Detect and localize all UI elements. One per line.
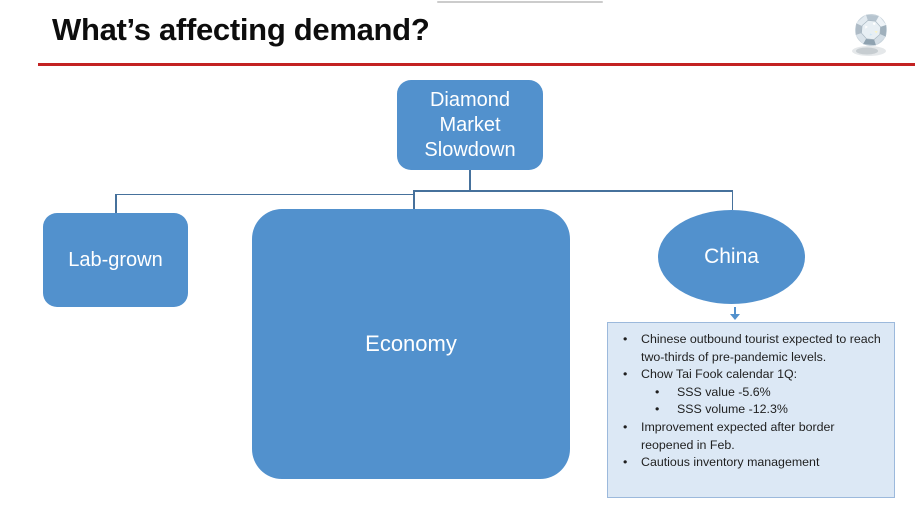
node-lab-grown: Lab-grown xyxy=(43,213,188,307)
note-item: Improvement expected after border reopen… xyxy=(608,419,886,454)
node-china: China xyxy=(658,210,805,304)
note-subitem: SSS volume -12.3% xyxy=(641,401,886,419)
note-sublist: SSS value -5.6%SSS volume -12.3% xyxy=(641,384,886,419)
connector-horizontal-left xyxy=(115,193,414,195)
node-label: Lab-grown xyxy=(68,248,163,271)
node-diamond-market-slowdown: Diamond Market Slowdown xyxy=(397,80,543,170)
note-item: Cautious inventory management xyxy=(608,454,886,472)
node-label: Economy xyxy=(365,331,457,356)
note-subitem: SSS value -5.6% xyxy=(641,384,886,402)
page-title: What’s affecting demand? xyxy=(52,12,430,47)
node-label: China xyxy=(704,245,759,268)
connector-to-economy xyxy=(413,190,415,209)
connector-horizontal-right xyxy=(413,190,733,192)
diamond-gem-icon xyxy=(852,14,887,56)
china-notes-box: Chinese outbound tourist expected to rea… xyxy=(607,322,895,498)
connector-root-down xyxy=(469,170,471,191)
title-underline xyxy=(38,63,915,66)
node-label: Diamond Market Slowdown xyxy=(424,88,516,161)
node-economy: Economy xyxy=(252,209,570,479)
note-item: Chow Tai Fook calendar 1Q:SSS value -5.6… xyxy=(608,366,886,419)
note-item: Chinese outbound tourist expected to rea… xyxy=(608,331,886,366)
connector-to-china xyxy=(731,190,733,210)
video-scrubber-artifact xyxy=(437,1,603,3)
connector-to-labgrown xyxy=(115,193,117,214)
china-notes-arrow-icon xyxy=(730,314,740,320)
notes-list: Chinese outbound tourist expected to rea… xyxy=(608,331,886,472)
china-notes-arrow-stem xyxy=(734,307,736,315)
